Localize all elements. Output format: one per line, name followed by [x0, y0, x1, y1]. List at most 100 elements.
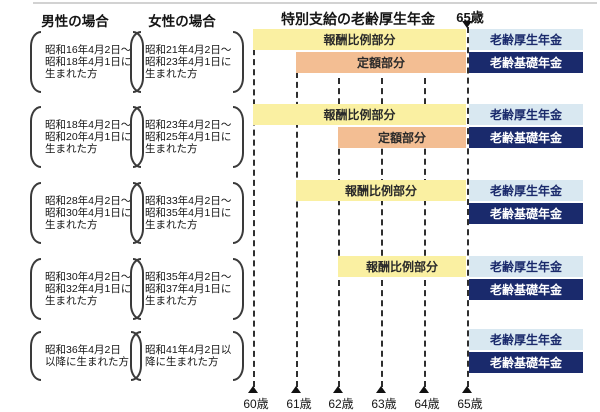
women-birth-range-line: 生まれた方	[145, 219, 198, 231]
women-birth-range-text: 昭和21年4月2日～昭和23年4月1日に生まれた方	[141, 31, 233, 93]
axis-tick-triangle-icon	[333, 386, 343, 393]
left-parenthesis-icon	[130, 31, 141, 93]
women-birth-range-line: 昭和23年4月2日～	[145, 119, 232, 131]
men-birth-range-line: 昭和16年4月2日～	[45, 44, 132, 56]
left-parenthesis-icon	[130, 106, 141, 168]
axis-tick-triangle-icon	[291, 386, 301, 393]
fixed-amount-portion-bar: 定額部分	[338, 127, 466, 148]
men-birth-range-bracket: 昭和16年4月2日～昭和18年4月1日に生まれた方	[30, 31, 145, 93]
axis-tick-label: 63歳	[371, 397, 397, 411]
axis-tick-triangle-icon	[248, 386, 258, 393]
right-parenthesis-icon	[233, 106, 245, 168]
women-birth-range-line: 昭和35年4月2日～	[145, 271, 232, 283]
women-birth-range-line: 昭和21年4月2日～	[145, 44, 232, 56]
old-age-employees-pension-bar: 老齢厚生年金	[469, 29, 583, 50]
men-birth-range-line: 生まれた方	[45, 295, 98, 307]
men-birth-range-line: 生まれた方	[45, 68, 98, 80]
men-birth-range-bracket: 昭和18年4月2日～昭和20年4月1日に生まれた方	[30, 106, 145, 168]
men-birth-range-bracket: 昭和30年4月2日～昭和32年4月1日に生まれた方	[30, 258, 145, 320]
men-birth-range-text: 昭和16年4月2日～昭和18年4月1日に生まれた方	[41, 31, 133, 93]
women-birth-range-line: 昭和33年4月2日～	[145, 195, 232, 207]
left-parenthesis-icon	[30, 331, 41, 381]
men-birth-range-text: 昭和36年4月2日以降に生まれた方	[41, 331, 131, 381]
age-65-gridline	[467, 27, 469, 387]
women-column-header: 女性の場合	[148, 14, 216, 29]
axis-tick-triangle-icon	[376, 386, 386, 393]
men-birth-range-text: 昭和30年4月2日～昭和32年4月1日に生まれた方	[41, 258, 133, 320]
fixed-amount-portion-bar: 定額部分	[296, 52, 466, 73]
women-birth-range-bracket: 昭和21年4月2日～昭和23年4月1日に生まれた方	[130, 31, 245, 93]
women-birth-range-text: 昭和41年4月2日以降に生まれた方	[141, 331, 233, 381]
left-parenthesis-icon	[130, 258, 141, 320]
women-birth-range-line: 昭和25年4月1日に	[145, 131, 232, 143]
axis-tick-label: 60歳	[243, 397, 269, 411]
women-birth-range-line: 昭和35年4月1日に	[145, 207, 232, 219]
men-birth-range-line: 昭和18年4月1日に	[45, 56, 132, 68]
age-63-gridline	[381, 78, 383, 387]
earnings-related-portion-bar: 報酬比例部分	[253, 29, 466, 50]
old-age-basic-pension-bar: 老齢基礎年金	[469, 352, 583, 373]
women-birth-range-bracket: 昭和41年4月2日以降に生まれた方	[130, 331, 245, 381]
age-64-gridline	[424, 78, 426, 387]
women-birth-range-line: 降に生まれた方	[145, 356, 219, 368]
women-birth-range-bracket: 昭和33年4月2日～昭和35年4月1日に生まれた方	[130, 182, 245, 244]
axis-tick-label: 65歳	[457, 397, 483, 411]
men-column-header: 男性の場合	[41, 14, 109, 29]
diagram-title: 特別支給の老齢厚生年金	[281, 11, 435, 27]
women-birth-range-text: 昭和33年4月2日～昭和35年4月1日に生まれた方	[141, 182, 233, 244]
old-age-basic-pension-bar: 老齢基礎年金	[469, 203, 583, 224]
women-birth-range-line: 生まれた方	[145, 143, 198, 155]
left-parenthesis-icon	[30, 258, 41, 320]
men-birth-range-bracket: 昭和28年4月2日～昭和30年4月1日に生まれた方	[30, 182, 145, 244]
men-birth-range-line: 昭和30年4月1日に	[45, 207, 132, 219]
axis-tick-triangle-icon	[419, 386, 429, 393]
men-birth-range-line: 生まれた方	[45, 219, 98, 231]
women-birth-range-bracket: 昭和35年4月2日～昭和37年4月1日に生まれた方	[130, 258, 245, 320]
men-birth-range-bracket: 昭和36年4月2日以降に生まれた方	[30, 331, 142, 381]
earnings-related-portion-bar: 報酬比例部分	[296, 180, 466, 201]
age-61-gridline	[296, 52, 298, 387]
age-65-down-triangle-icon	[462, 21, 472, 28]
women-birth-range-line: 昭和41年4月2日以	[145, 344, 232, 356]
women-birth-range-line: 昭和37年4月1日に	[145, 283, 232, 295]
men-birth-range-line: 昭和36年4月2日	[45, 344, 121, 356]
old-age-employees-pension-bar: 老齢厚生年金	[469, 104, 583, 125]
old-age-basic-pension-bar: 老齢基礎年金	[469, 127, 583, 148]
men-birth-range-line: 昭和30年4月2日～	[45, 271, 132, 283]
left-parenthesis-icon	[130, 182, 141, 244]
left-parenthesis-icon	[130, 331, 141, 381]
men-birth-range-line: 生まれた方	[45, 143, 98, 155]
left-parenthesis-icon	[30, 106, 41, 168]
axis-tick-label: 61歳	[286, 397, 312, 411]
women-birth-range-line: 生まれた方	[145, 295, 198, 307]
left-parenthesis-icon	[30, 182, 41, 244]
earnings-related-portion-bar: 報酬比例部分	[338, 256, 466, 277]
women-birth-range-line: 生まれた方	[145, 68, 198, 80]
men-birth-range-line: 昭和18年4月2日～	[45, 119, 132, 131]
axis-tick-label: 62歳	[328, 397, 354, 411]
women-birth-range-text: 昭和35年4月2日～昭和37年4月1日に生まれた方	[141, 258, 233, 320]
women-birth-range-line: 昭和23年4月1日に	[145, 56, 232, 68]
age-62-gridline	[338, 78, 340, 387]
axis-tick-triangle-icon	[462, 386, 472, 393]
axis-tick-label: 64歳	[414, 397, 440, 411]
old-age-basic-pension-bar: 老齢基礎年金	[469, 279, 583, 300]
old-age-employees-pension-bar: 老齢厚生年金	[469, 329, 583, 350]
men-birth-range-line: 昭和20年4月1日に	[45, 131, 132, 143]
earnings-related-portion-bar: 報酬比例部分	[253, 104, 466, 125]
women-birth-range-bracket: 昭和23年4月2日～昭和25年4月1日に生まれた方	[130, 106, 245, 168]
right-parenthesis-icon	[233, 182, 245, 244]
men-birth-range-line: 以降に生まれた方	[45, 356, 129, 368]
top-divider-line	[33, 2, 597, 4]
old-age-basic-pension-bar: 老齢基礎年金	[469, 52, 583, 73]
age-60-gridline	[253, 29, 255, 387]
men-birth-range-text: 昭和28年4月2日～昭和30年4月1日に生まれた方	[41, 182, 133, 244]
right-parenthesis-icon	[233, 258, 245, 320]
women-birth-range-text: 昭和23年4月2日～昭和25年4月1日に生まれた方	[141, 106, 233, 168]
men-birth-range-line: 昭和32年4月1日に	[45, 283, 132, 295]
left-parenthesis-icon	[30, 31, 41, 93]
right-parenthesis-icon	[233, 331, 245, 381]
right-parenthesis-icon	[233, 31, 245, 93]
men-birth-range-text: 昭和18年4月2日～昭和20年4月1日に生まれた方	[41, 106, 133, 168]
